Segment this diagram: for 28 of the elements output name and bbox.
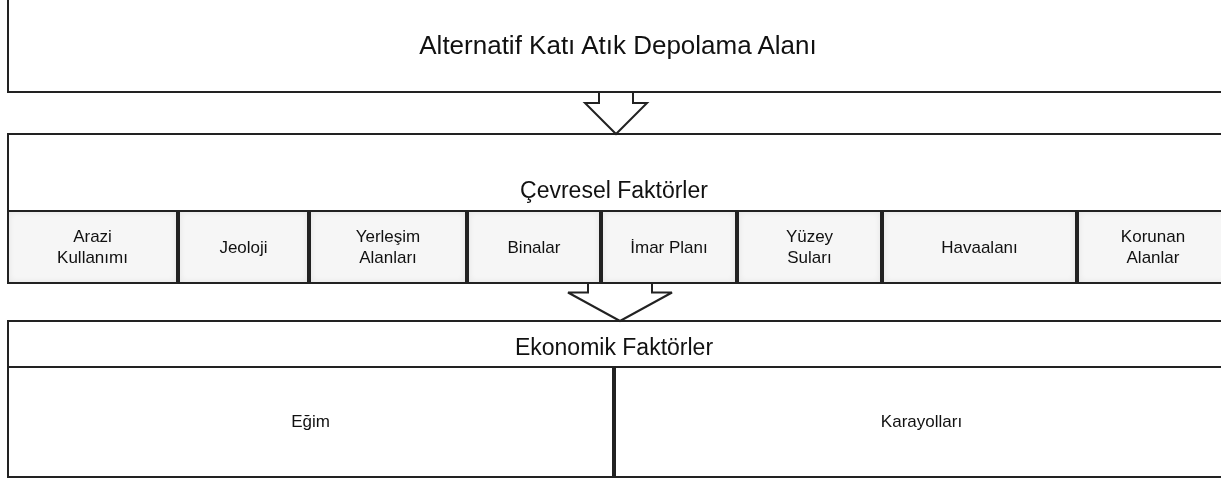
- block-arrow: [567, 282, 673, 323]
- criterion-box: [614, 366, 1221, 478]
- criterion-box: [601, 210, 737, 284]
- stage-title: Çevresel Faktörler: [519, 176, 709, 205]
- criterion-label: Binalar: [507, 236, 561, 258]
- stage-title: Ekonomik Faktörler: [513, 333, 715, 362]
- criterion-box: [309, 210, 467, 284]
- criterion-box: [7, 366, 614, 478]
- criterion-box: [7, 210, 178, 284]
- criterion-label: Arazi Kullanımı: [56, 226, 129, 268]
- stage-box: [7, 320, 1221, 478]
- criterion-box: [882, 210, 1077, 284]
- criterion-label: Jeoloji: [219, 236, 268, 258]
- criterion-box: [1077, 210, 1221, 284]
- criterion-label: Yüzey Suları: [784, 226, 835, 268]
- criterion-label: Korunan Alanlar: [1119, 226, 1187, 268]
- criterion-label: Eğim: [291, 411, 330, 434]
- stage-box: [7, 0, 1221, 93]
- stage-box: [7, 133, 1221, 284]
- criterion-label: Havaalanı: [941, 236, 1018, 258]
- criterion-label: Karayolları: [880, 411, 963, 434]
- criterion-label: Alternatif Katı Atık Depolama Alanı: [419, 29, 817, 62]
- block-arrow: [582, 91, 650, 136]
- criterion-label: Yerleşim Alanları: [354, 226, 422, 268]
- criterion-box: [467, 210, 601, 284]
- criterion-box: [178, 210, 309, 284]
- criterion-box: [737, 210, 882, 284]
- criterion-label: İmar Planı: [630, 236, 708, 258]
